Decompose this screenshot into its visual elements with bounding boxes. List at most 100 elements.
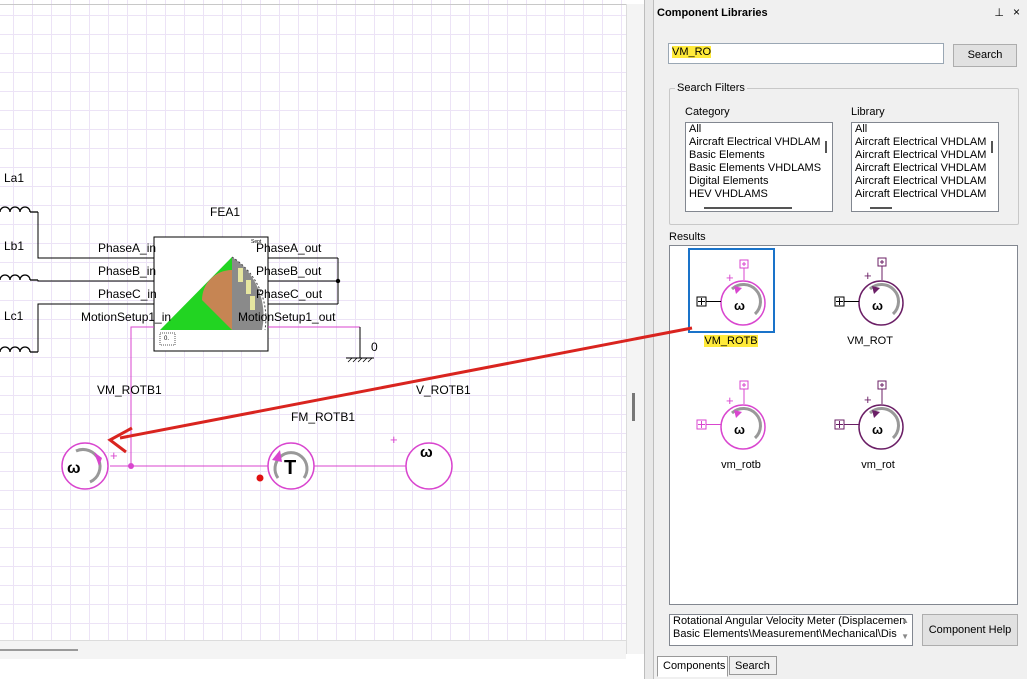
category-label: Category bbox=[685, 106, 730, 118]
plus-marker: + bbox=[864, 392, 872, 407]
description-line: Rotational Angular Velocity Meter (Displ… bbox=[673, 615, 906, 627]
omega-symbol: ω bbox=[734, 298, 745, 313]
category-listbox[interactable]: All Aircraft Electrical VHDLAM Basic Ele… bbox=[685, 122, 833, 212]
port-phasec-out: PhaseC_out bbox=[256, 287, 323, 301]
port-phaseb-in: PhaseB_in bbox=[98, 264, 156, 278]
horizontal-scroll-thumb[interactable] bbox=[0, 649, 78, 651]
fea-corner-text2: 0. bbox=[164, 336, 169, 342]
panel-header: Component Libraries ⊥ × bbox=[654, 3, 1027, 23]
inductor-la1[interactable] bbox=[0, 206, 38, 213]
search-button[interactable]: Search bbox=[953, 44, 1017, 67]
canvas-vertical-scrollbar[interactable] bbox=[626, 4, 644, 654]
category-item[interactable]: Digital Elements bbox=[689, 175, 769, 187]
torque-symbol: T bbox=[284, 457, 296, 479]
library-listbox[interactable]: All Aircraft Electrical VHDLAM Aircraft … bbox=[851, 122, 999, 212]
results-label: Results bbox=[669, 231, 706, 243]
label-v-rotb1: V_ROTB1 bbox=[416, 383, 471, 397]
search-input-value: VM_RO bbox=[672, 46, 712, 58]
component-help-label: Component Help bbox=[928, 624, 1012, 636]
fm-rotb1-source[interactable]: T bbox=[256, 442, 315, 490]
label-lc1: Lc1 bbox=[4, 309, 24, 323]
v-rotb1-source[interactable]: ω + bbox=[390, 432, 453, 490]
tab-components[interactable]: Components bbox=[657, 656, 728, 677]
port-phasec-in: PhaseC_in bbox=[98, 287, 157, 301]
omega-symbol: ω bbox=[734, 422, 745, 437]
search-input[interactable]: VM_RO bbox=[668, 43, 944, 64]
result-vm-rotb-lower-icon[interactable]: ω + bbox=[696, 380, 766, 450]
port-phasea-out: PhaseA_out bbox=[256, 241, 322, 255]
category-item[interactable]: Basic Elements VHDLAMS bbox=[689, 162, 822, 174]
vm-rotb1-meter[interactable]: ω + bbox=[61, 442, 118, 490]
fea-corner-text: Sept bbox=[251, 239, 262, 245]
port-motionsetup-out: MotionSetup1_out bbox=[238, 310, 336, 324]
result-label-vm-rot[interactable]: VM_ROT bbox=[847, 335, 893, 347]
category-item[interactable]: Aircraft Electrical VHDLAM bbox=[689, 136, 821, 148]
scroll-up-icon[interactable]: ▲ bbox=[901, 616, 909, 625]
omega-symbol: ω bbox=[420, 444, 433, 461]
library-item[interactable]: Aircraft Electrical VHDLAM bbox=[855, 188, 987, 200]
ground-symbol[interactable] bbox=[346, 327, 374, 363]
label-fea1: FEA1 bbox=[210, 205, 240, 219]
omega-symbol: ω bbox=[67, 460, 81, 477]
label-la1: La1 bbox=[4, 171, 24, 185]
result-vm-rot-lower-icon[interactable]: ω + bbox=[834, 380, 904, 450]
category-item[interactable]: All bbox=[689, 123, 702, 135]
category-vscroll-thumb[interactable] bbox=[825, 141, 827, 153]
pin-icon[interactable]: ⊥ bbox=[994, 7, 1004, 19]
library-item[interactable]: Aircraft Electrical VHDLAM bbox=[855, 136, 987, 148]
schematic-drawing[interactable]: La1 Lb1 Lc1 Sept 0. FEA1 PhaseA_in bbox=[0, 0, 626, 640]
mech-junction bbox=[128, 463, 134, 469]
canvas-grid bbox=[0, 0, 626, 640]
library-item[interactable]: Aircraft Electrical VHDLAM bbox=[855, 149, 987, 161]
wire-junction bbox=[335, 278, 341, 284]
result-label-vm-rot-lower[interactable]: vm_rot bbox=[861, 459, 895, 471]
pane-splitter[interactable] bbox=[644, 0, 654, 679]
omega-symbol: ω bbox=[872, 422, 883, 437]
component-libraries-panel: Component Libraries ⊥ × VM_RO Search Sea… bbox=[654, 0, 1027, 679]
canvas-horizontal-scrollbar[interactable] bbox=[0, 640, 626, 659]
ground-label: 0 bbox=[371, 340, 378, 354]
component-help-button[interactable]: Component Help bbox=[922, 614, 1018, 646]
plus-marker: + bbox=[390, 432, 398, 447]
search-filters-legend: Search Filters bbox=[675, 82, 747, 94]
results-icons: ω + ω + bbox=[688, 248, 904, 450]
category-item[interactable]: HEV VHDLAMS bbox=[689, 188, 768, 200]
description-line: Basic Elements\Measurement\Mechanical\Di… bbox=[673, 628, 897, 640]
close-icon[interactable]: × bbox=[1012, 5, 1020, 19]
tab-search[interactable]: Search bbox=[729, 656, 777, 675]
result-selection-frame bbox=[688, 248, 775, 333]
label-fm-rotb1: FM_ROTB1 bbox=[291, 410, 355, 424]
result-vm-rotb-icon[interactable]: ω + bbox=[696, 259, 766, 326]
label-lb1: Lb1 bbox=[4, 239, 24, 253]
results-list[interactable]: ω + ω + bbox=[669, 245, 1018, 605]
search-filters-group bbox=[669, 88, 1019, 225]
library-vscroll-thumb[interactable] bbox=[991, 141, 993, 153]
library-item[interactable]: All bbox=[855, 123, 868, 135]
scroll-down-icon[interactable]: ▼ bbox=[901, 632, 909, 641]
red-pin-dot bbox=[256, 474, 264, 482]
port-phaseb-out: PhaseB_out bbox=[256, 264, 322, 278]
result-label-vm-rotb-lower[interactable]: vm_rotb bbox=[721, 459, 761, 471]
plus-marker: + bbox=[726, 270, 734, 285]
label-vm-rotb1: VM_ROTB1 bbox=[97, 383, 162, 397]
library-label: Library bbox=[851, 106, 885, 118]
scrollbar-grip[interactable] bbox=[632, 393, 635, 421]
omega-symbol: ω bbox=[872, 298, 883, 313]
result-label-vm-rotb[interactable]: VM_ROTB bbox=[704, 335, 758, 347]
port-motionsetup-in: MotionSetup1_in bbox=[81, 310, 171, 324]
category-hscroll-thumb[interactable] bbox=[704, 207, 792, 209]
library-hscroll-thumb[interactable] bbox=[870, 207, 892, 209]
canvas-top-border bbox=[0, 4, 644, 5]
library-item[interactable]: Aircraft Electrical VHDLAM bbox=[855, 162, 987, 174]
search-button-label: Search bbox=[967, 49, 1003, 61]
plus-marker: + bbox=[110, 448, 118, 463]
port-phasea-in: PhaseA_in bbox=[98, 241, 156, 255]
inductor-lc1[interactable] bbox=[0, 346, 38, 353]
result-vm-rot-icon[interactable]: ω + bbox=[834, 257, 904, 326]
library-item[interactable]: Aircraft Electrical VHDLAM bbox=[855, 175, 987, 187]
inductor-lb1[interactable] bbox=[0, 274, 38, 281]
category-item[interactable]: Basic Elements bbox=[689, 149, 765, 161]
component-description: Rotational Angular Velocity Meter (Displ… bbox=[669, 614, 913, 646]
plus-marker: + bbox=[726, 393, 734, 408]
schematic-canvas[interactable]: La1 Lb1 Lc1 Sept 0. FEA1 PhaseA_in bbox=[0, 0, 644, 679]
